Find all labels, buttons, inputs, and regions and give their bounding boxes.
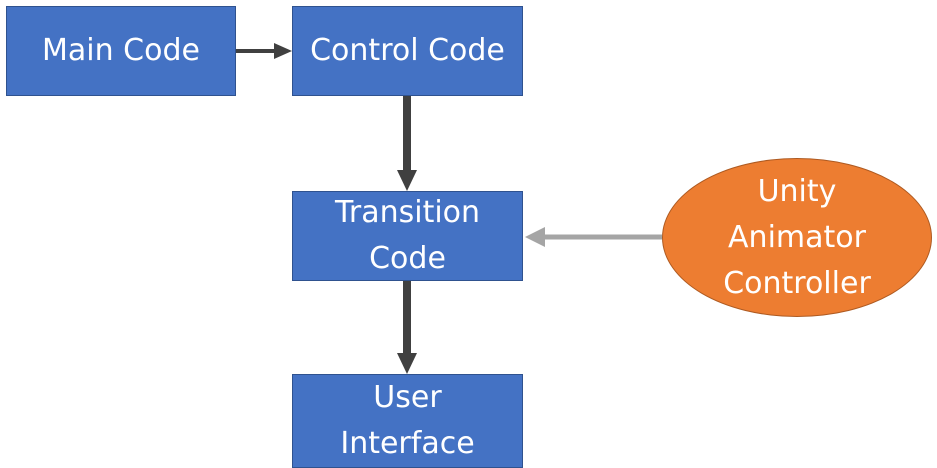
control-code-label: Control Code: [310, 33, 505, 68]
unity-animator-label-line2: Animator: [728, 219, 866, 255]
transition-code-label-line2: Code: [369, 241, 446, 276]
control-code-box: Control Code: [292, 6, 523, 96]
user-interface-label-line1: User: [373, 380, 442, 415]
unity-animator-label-line3: Controller: [723, 265, 871, 301]
unity-animator-controller-oval: Unity Animator Controller: [662, 158, 932, 317]
main-code-box: Main Code: [6, 6, 236, 96]
arrow-main-to-control: [236, 43, 292, 59]
main-code-label: Main Code: [42, 33, 200, 68]
user-interface-label-line2: Interface: [340, 426, 475, 461]
transition-code-box: Transition Code: [292, 191, 523, 281]
arrow-control-to-transition: [397, 96, 417, 191]
unity-animator-label-line1: Unity: [757, 173, 837, 209]
arrow-transition-to-ui: [397, 281, 417, 374]
arrow-animator-to-transition: [525, 227, 662, 247]
user-interface-box: User Interface: [292, 374, 523, 468]
transition-code-label-line1: Transition: [334, 195, 481, 230]
